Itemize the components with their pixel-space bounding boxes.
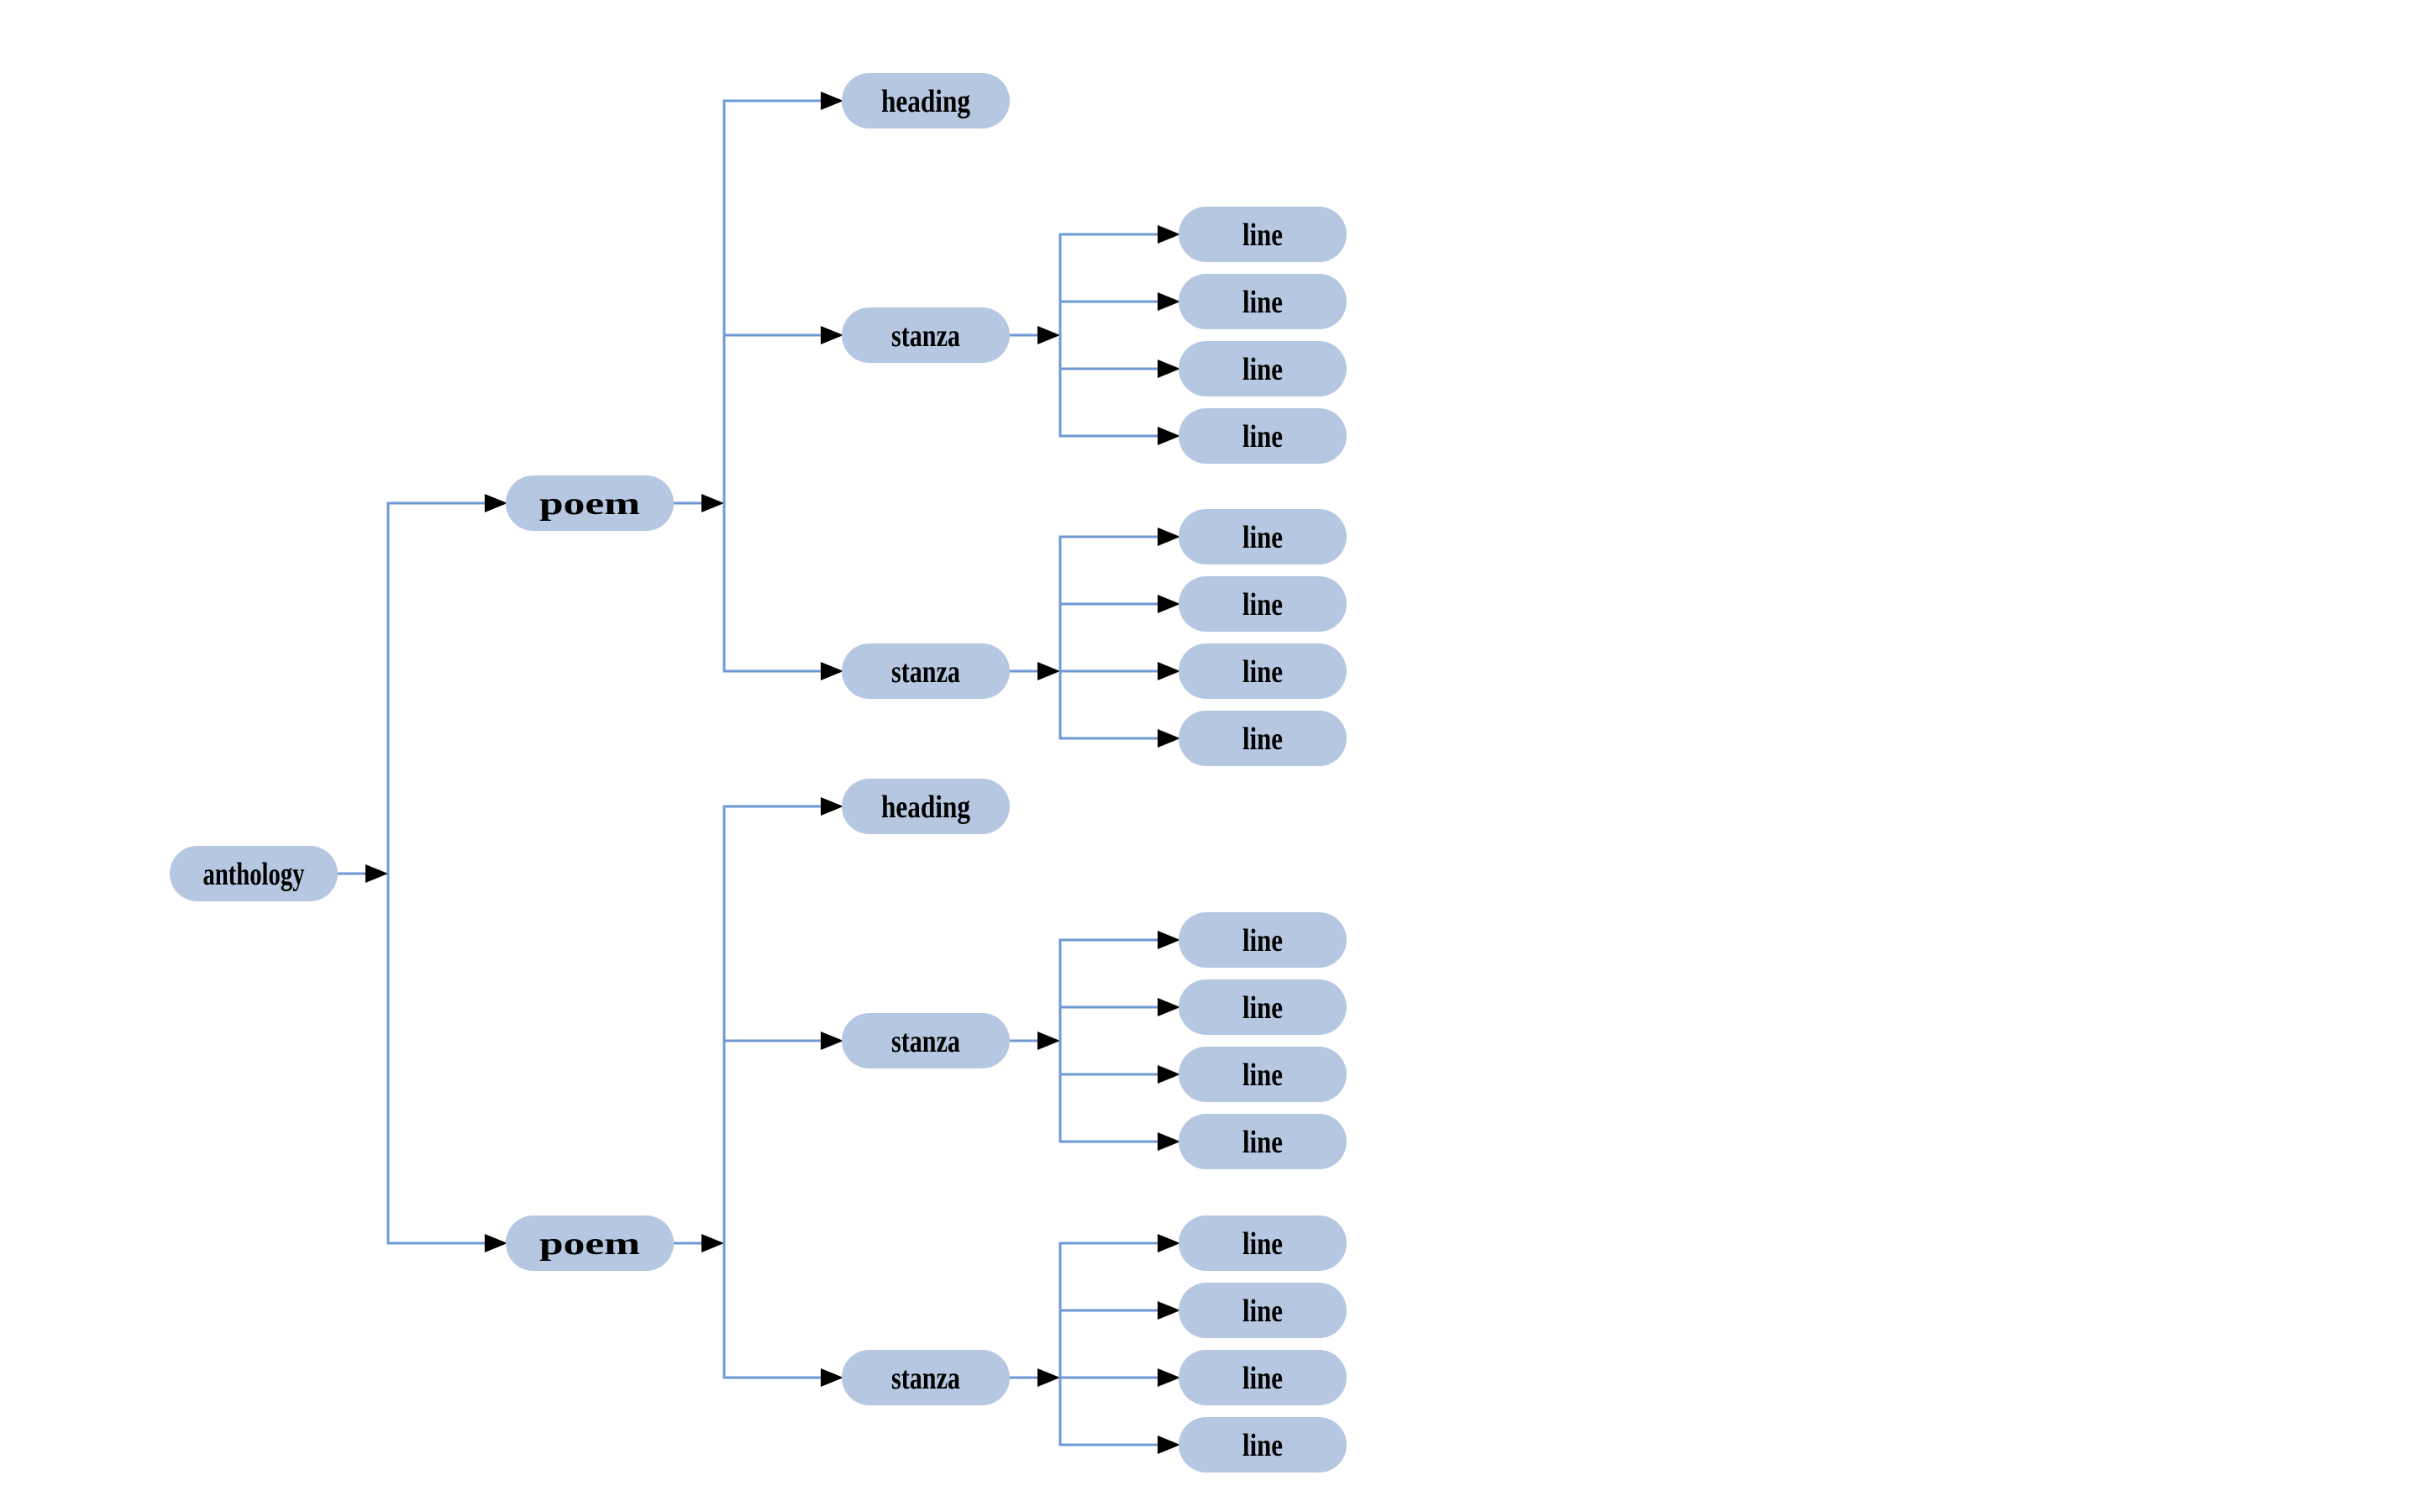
- node-label-stanza-4: stanza: [891, 1361, 960, 1396]
- tree-node-anthology: [170, 846, 338, 901]
- arrowhead-icon: [821, 662, 843, 680]
- arrowhead-icon: [1158, 1234, 1180, 1252]
- arrowhead-icon: [821, 326, 843, 344]
- tree-node-line-4b: [1179, 1283, 1347, 1338]
- node-label-line-2a: line: [1242, 520, 1283, 555]
- arrowhead-icon: [1037, 1032, 1060, 1050]
- node-label-line-3b: line: [1242, 990, 1283, 1026]
- node-label-line-3a: line: [1242, 923, 1283, 958]
- node-label-anthology: anthology: [203, 857, 305, 892]
- node-label-line-4d: line: [1242, 1428, 1283, 1463]
- tree-node-heading-1: [842, 73, 1010, 129]
- node-label-line-4c: line: [1242, 1361, 1283, 1396]
- node-label-line-4a: line: [1242, 1226, 1283, 1262]
- tree-node-line-3a: [1179, 912, 1347, 968]
- node-label-line-2b: line: [1242, 587, 1283, 622]
- arrowhead-icon: [1037, 326, 1060, 344]
- arrowhead-icon: [1158, 931, 1180, 949]
- node-label-heading-1: heading: [881, 84, 970, 119]
- tree-node-line-3c: [1179, 1047, 1347, 1102]
- tree-node-line-2b: [1179, 576, 1347, 632]
- arrowhead-icon: [1158, 292, 1180, 311]
- node-label-stanza-3: stanza: [891, 1024, 960, 1059]
- tree-node-stanza-1: [842, 307, 1010, 363]
- node-label-stanza-1: stanza: [891, 318, 960, 354]
- arrowhead-icon: [1158, 360, 1180, 378]
- tree-node-line-2c: [1179, 643, 1347, 699]
- arrowhead-icon: [701, 1234, 724, 1252]
- tree-node-line-4c: [1179, 1350, 1347, 1405]
- tree-node-line-4d: [1179, 1417, 1347, 1473]
- node-label-line-3d: line: [1242, 1125, 1283, 1160]
- arrowhead-icon: [1158, 1368, 1180, 1387]
- arrowhead-icon: [1158, 998, 1180, 1016]
- tree-node-line-3d: [1179, 1114, 1347, 1169]
- arrowhead-icon: [1158, 225, 1180, 244]
- tree-node-line-4a: [1179, 1215, 1347, 1271]
- node-label-line-2c: line: [1242, 654, 1283, 690]
- arrowhead-icon: [1158, 662, 1180, 680]
- arrowhead-icon: [1037, 1368, 1060, 1387]
- arrowhead-icon: [1037, 662, 1060, 680]
- arrowhead-icon: [1158, 1132, 1180, 1151]
- arrowhead-icon: [1158, 1301, 1180, 1320]
- tree-node-stanza-3: [842, 1013, 1010, 1068]
- tree-node-line-2a: [1179, 509, 1347, 564]
- node-label-poem-1: poem: [539, 486, 640, 522]
- arrowhead-icon: [485, 494, 507, 512]
- arrowhead-icon: [821, 1368, 843, 1387]
- arrowhead-icon: [1158, 1436, 1180, 1454]
- tree-node-line-1a: [1179, 207, 1347, 262]
- tree-node-line-1d: [1179, 408, 1347, 464]
- arrowhead-icon: [1158, 595, 1180, 613]
- arrowhead-icon: [701, 494, 724, 512]
- tree-node-line-3b: [1179, 979, 1347, 1035]
- tree-node-heading-2: [842, 779, 1010, 834]
- arrowhead-icon: [1158, 528, 1180, 546]
- tree-node-line-1b: [1179, 274, 1347, 329]
- arrowhead-icon: [365, 864, 388, 883]
- node-label-line-3c: line: [1242, 1058, 1283, 1093]
- tree-node-line-1c: [1179, 341, 1347, 396]
- node-label-line-1d: line: [1242, 419, 1283, 454]
- tree-node-poem-2: [506, 1215, 674, 1271]
- tree-node-line-2d: [1179, 711, 1347, 766]
- arrowhead-icon: [485, 1234, 507, 1252]
- node-label-heading-2: heading: [881, 790, 970, 825]
- node-label-line-1a: line: [1242, 218, 1283, 253]
- node-label-line-2d: line: [1242, 722, 1283, 757]
- arrowhead-icon: [1158, 1065, 1180, 1084]
- arrowhead-icon: [821, 1032, 843, 1050]
- tree-node-stanza-2: [842, 643, 1010, 699]
- node-label-poem-2: poem: [539, 1226, 640, 1262]
- arrowhead-icon: [821, 797, 843, 816]
- tree-node-stanza-4: [842, 1350, 1010, 1405]
- arrowhead-icon: [1158, 427, 1180, 445]
- arrowhead-icon: [1158, 729, 1180, 748]
- arrowhead-icon: [821, 92, 843, 110]
- node-label-line-4b: line: [1242, 1294, 1283, 1329]
- node-label-line-1b: line: [1242, 285, 1283, 320]
- node-label-stanza-2: stanza: [891, 654, 960, 690]
- tree-node-poem-1: [506, 475, 674, 531]
- node-label-line-1c: line: [1242, 352, 1283, 387]
